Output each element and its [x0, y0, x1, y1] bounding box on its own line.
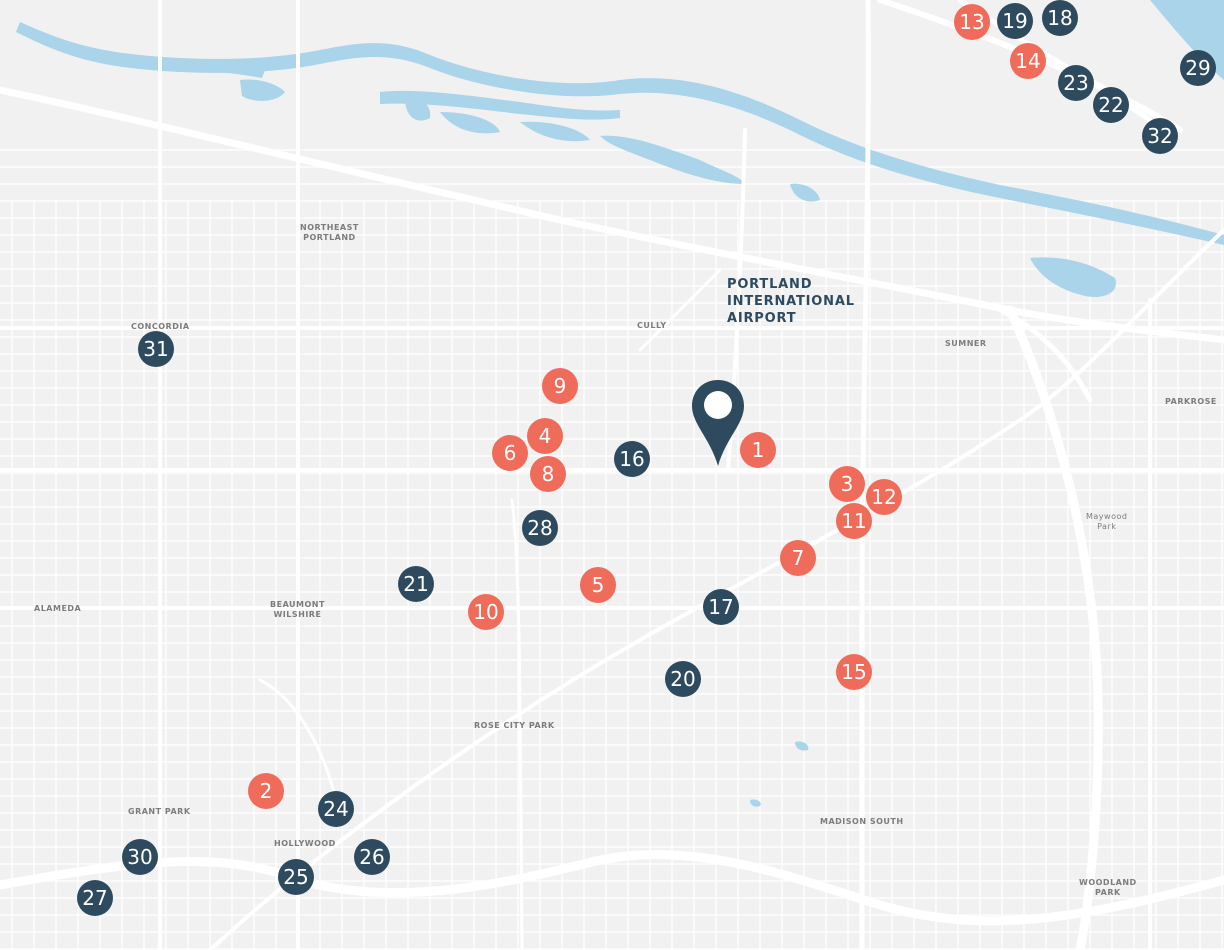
map-marker-4[interactable]: 4	[527, 418, 563, 454]
airport-label-line: INTERNATIONAL	[727, 294, 855, 309]
area-label-line: PARKROSE	[1165, 397, 1217, 406]
map-marker-28[interactable]: 28	[522, 510, 558, 546]
area-label-grant-park: GRANT PARK	[128, 807, 191, 817]
map-marker-19[interactable]: 19	[997, 3, 1033, 39]
area-label-line: HOLLYWOOD	[274, 839, 336, 848]
area-label-line: SUMNER	[945, 339, 987, 348]
map-marker-12[interactable]: 12	[866, 479, 902, 515]
area-label-concordia: CONCORDIA	[131, 322, 190, 332]
map-marker-22[interactable]: 22	[1093, 87, 1129, 123]
area-label-line: PORTLAND	[303, 233, 356, 242]
map-marker-27[interactable]: 27	[77, 880, 113, 916]
area-label-line: Maywood	[1086, 512, 1128, 521]
area-label-line: GRANT PARK	[128, 807, 191, 816]
area-label-line: ROSE CITY PARK	[474, 721, 555, 730]
map-marker-24[interactable]: 24	[318, 791, 354, 827]
map-marker-25[interactable]: 25	[278, 859, 314, 895]
area-label-line: ALAMEDA	[34, 604, 82, 613]
airport-label: PORTLAND INTERNATIONAL AIRPORT	[727, 276, 855, 327]
area-label-line: CULLY	[637, 321, 667, 330]
map-marker-23[interactable]: 23	[1058, 65, 1094, 101]
area-label-line: Park	[1097, 522, 1117, 531]
map-marker-31[interactable]: 31	[138, 331, 174, 367]
area-label-cully: CULLY	[637, 321, 667, 331]
area-label-beaumont-wilshire: BEAUMONT WILSHIRE	[270, 600, 325, 620]
map-pin-icon[interactable]	[690, 378, 746, 468]
area-label-line: WOODLAND	[1079, 878, 1137, 887]
map-marker-9[interactable]: 9	[542, 368, 578, 404]
map-marker-14[interactable]: 14	[1010, 43, 1046, 79]
area-label-line: NORTHEAST	[300, 223, 359, 232]
map-marker-13[interactable]: 13	[954, 4, 990, 40]
area-label-madison-south: MADISON SOUTH	[820, 817, 904, 827]
map-marker-26[interactable]: 26	[354, 839, 390, 875]
area-label-line: MADISON SOUTH	[820, 817, 904, 826]
map-marker-18[interactable]: 18	[1042, 0, 1078, 36]
map-marker-16[interactable]: 16	[614, 441, 650, 477]
map-marker-32[interactable]: 32	[1142, 118, 1178, 154]
map-marker-8[interactable]: 8	[530, 456, 566, 492]
map-marker-30[interactable]: 30	[122, 839, 158, 875]
area-label-sumner: SUMNER	[945, 339, 987, 349]
map-marker-15[interactable]: 15	[836, 654, 872, 690]
map-marker-3[interactable]: 3	[829, 466, 865, 502]
map-marker-29[interactable]: 29	[1180, 50, 1216, 86]
area-label-line: BEAUMONT	[270, 600, 325, 609]
area-label-rose-city-park: ROSE CITY PARK	[474, 721, 555, 731]
map-marker-2[interactable]: 2	[248, 773, 284, 809]
area-label-parkrose: PARKROSE	[1165, 397, 1217, 407]
map-marker-1[interactable]: 1	[740, 432, 776, 468]
map-marker-6[interactable]: 6	[492, 435, 528, 471]
map-marker-10[interactable]: 10	[468, 594, 504, 630]
map-marker-7[interactable]: 7	[780, 540, 816, 576]
area-label-line: CONCORDIA	[131, 322, 190, 331]
area-label-line: WILSHIRE	[273, 610, 322, 619]
map-marker-5[interactable]: 5	[580, 567, 616, 603]
map-marker-20[interactable]: 20	[665, 661, 701, 697]
airport-label-line: AIRPORT	[727, 311, 797, 326]
area-label-line: PARK	[1095, 888, 1121, 897]
map-marker-17[interactable]: 17	[703, 589, 739, 625]
area-label-woodland-park: WOODLAND PARK	[1079, 878, 1137, 898]
map-marker-11[interactable]: 11	[836, 503, 872, 539]
area-label-northeast-portland: NORTHEAST PORTLAND	[300, 223, 359, 243]
airport-label-line: PORTLAND	[727, 277, 813, 292]
area-label-hollywood: HOLLYWOOD	[274, 839, 336, 849]
area-label-maywood-park: Maywood Park	[1086, 512, 1127, 532]
map-marker-21[interactable]: 21	[398, 566, 434, 602]
area-label-alameda: ALAMEDA	[34, 604, 81, 614]
